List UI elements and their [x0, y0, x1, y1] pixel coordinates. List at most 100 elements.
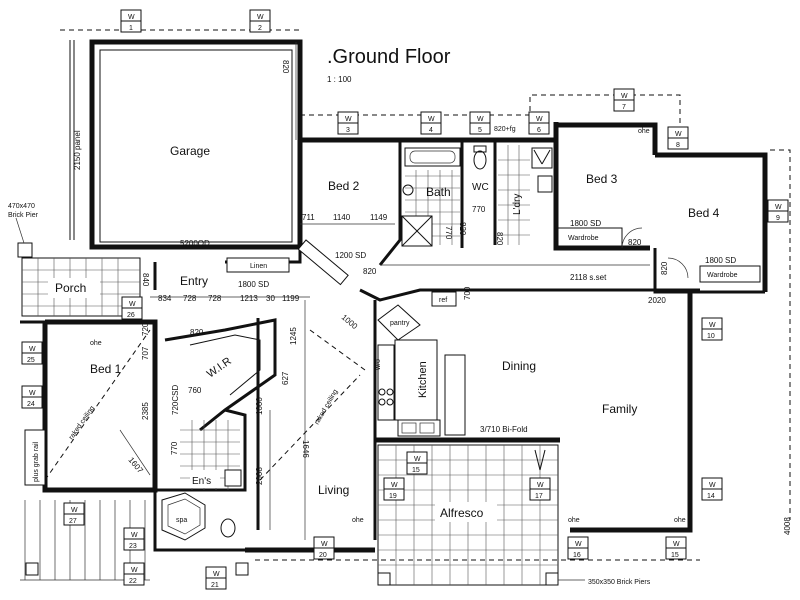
dim-4008: 4008 [783, 517, 792, 535]
svg-text:W: W [775, 204, 782, 211]
ensuite: En's 770 spa [153, 408, 247, 552]
brick-pier-size: 470x470 [8, 203, 35, 210]
svg-text:23: 23 [129, 543, 137, 550]
window-w8: W8 [667, 126, 689, 150]
svg-text:W: W [71, 507, 78, 514]
dim-2118: 2118 s.set [570, 273, 607, 282]
pantry-label: pantry [390, 320, 410, 327]
svg-text:20: 20 [319, 552, 327, 559]
walk-in-robe: W.I.R 820 760 720CSD [164, 318, 277, 432]
svg-text:W: W [673, 541, 680, 548]
svg-text:15: 15 [412, 467, 420, 474]
window-w3: W3 [337, 111, 359, 135]
deck [20, 500, 249, 581]
living: raked ceiling Living ohe 1000 1245 627 1… [245, 300, 375, 553]
svg-text:W: W [709, 482, 716, 489]
dim-820-wir: 820 [190, 328, 204, 337]
ens-label: En's [192, 476, 211, 487]
wc: WC 770 820 [472, 140, 504, 246]
dim-700: 700 [463, 286, 472, 300]
laundry: L'dry [498, 145, 553, 245]
svg-text:24: 24 [27, 401, 35, 408]
note-ohe-living: ohe [352, 517, 364, 524]
svg-text:16: 16 [573, 552, 581, 559]
dim-2020: 2020 [648, 296, 666, 305]
svg-text:W: W [709, 322, 716, 329]
dim-1245: 1245 [289, 327, 298, 345]
wir-label: W.I.R [205, 355, 234, 380]
window-w22: W22 [123, 562, 145, 586]
wardrobe-bed3: Wardrobe [568, 235, 599, 242]
svg-text:19: 19 [389, 493, 397, 500]
dim-720: 720 [141, 322, 150, 336]
svg-text:1: 1 [129, 25, 133, 32]
dim-1800-sd-entry: 1800 SD [238, 280, 269, 289]
svg-text:26: 26 [127, 312, 135, 319]
family-label: Family [602, 402, 637, 416]
svg-text:10: 10 [707, 333, 715, 340]
dim-820-bed2: 820 [363, 267, 377, 276]
svg-text:W: W [29, 346, 36, 353]
svg-text:2: 2 [258, 25, 262, 32]
wo-label: w/o [375, 359, 382, 371]
bedroom-2: Bed 2 711 1140 1149 1200 SD 820 [298, 137, 556, 276]
dim-2385: 2385 [141, 402, 150, 420]
raked-ceiling-bed1: raked ceiling [68, 405, 96, 441]
window-w24: W24 [21, 385, 43, 409]
window-tags: W1 W2 W3 W4 W5 820+fg W6 W7 W8 [21, 9, 789, 590]
svg-text:W: W [129, 301, 136, 308]
svg-text:4: 4 [429, 127, 433, 134]
note-ohe-family-left: ohe [568, 517, 580, 524]
window-w26: W 26 [121, 296, 143, 320]
dim-2150-panel: 2150 panel [73, 130, 82, 170]
window-w4: W4 [420, 111, 442, 135]
dim-1213: 1213 [240, 294, 258, 303]
note-ohe-bed3: ohe [638, 128, 650, 135]
svg-text:25: 25 [27, 357, 35, 364]
window-w17: W 17 [529, 477, 551, 501]
bed2-label: Bed 2 [328, 179, 360, 193]
window-w6: W6 [528, 111, 550, 135]
svg-text:W: W [345, 116, 352, 123]
svg-text:5: 5 [478, 127, 482, 134]
wc-label: WC [472, 182, 489, 193]
dim-5200: 5200OD [180, 239, 210, 248]
window-w25-bed1: W 25 [21, 341, 43, 365]
dim-1140: 1140 [333, 213, 351, 222]
ldry-label: L'dry [512, 194, 523, 215]
garage-label: Garage [170, 144, 210, 158]
dining-family: Dining Family ohe ohe 3/710 Bi-Fold 4008 [480, 290, 792, 535]
svg-text:W: W [537, 482, 544, 489]
kitchen-label: Kitchen [417, 361, 429, 398]
svg-text:W: W [428, 116, 435, 123]
svg-text:W: W [414, 456, 421, 463]
wardrobe-bed4: Wardrobe [707, 272, 738, 279]
window-w1: W1 [120, 9, 142, 33]
window-w27: W 27 [63, 502, 85, 526]
window-w9: W9 [767, 199, 789, 223]
svg-text:W: W [536, 116, 543, 123]
svg-text:27: 27 [69, 518, 77, 525]
dim-834: 834 [158, 294, 172, 303]
window-w14: W14 [701, 477, 723, 501]
window-w16: W16 [567, 536, 589, 560]
entry: Entry Linen 1800 SD 834 728 728 1213 30 … [150, 239, 349, 303]
bedroom-4: Bed 4 1800 SD Wardrobe 820 [653, 206, 765, 294]
svg-text:21: 21 [211, 582, 219, 589]
window-w21: W 21 [205, 566, 227, 590]
dim-1800-sd-bed4: 1800 SD [705, 256, 736, 265]
svg-text:3: 3 [346, 127, 350, 134]
plan-title: .Ground Floor [327, 46, 451, 68]
bed3-label: Bed 3 [586, 172, 618, 186]
svg-text:W: W [257, 14, 264, 21]
svg-text:W: W [213, 571, 220, 578]
window-w15-south: W15 [665, 536, 687, 560]
dim-770-ens: 770 [170, 441, 179, 455]
porch: Porch 470x470 Brick Pier 840 [8, 203, 150, 317]
svg-text:17: 17 [535, 493, 543, 500]
alfresco: Alfresco 350x350 Brick Piers [375, 437, 651, 586]
window-w2: W2 [249, 9, 271, 33]
svg-text:W: W [391, 482, 398, 489]
window-w10: W 10 [701, 317, 723, 341]
plan-scale: 1 : 100 [327, 75, 352, 84]
